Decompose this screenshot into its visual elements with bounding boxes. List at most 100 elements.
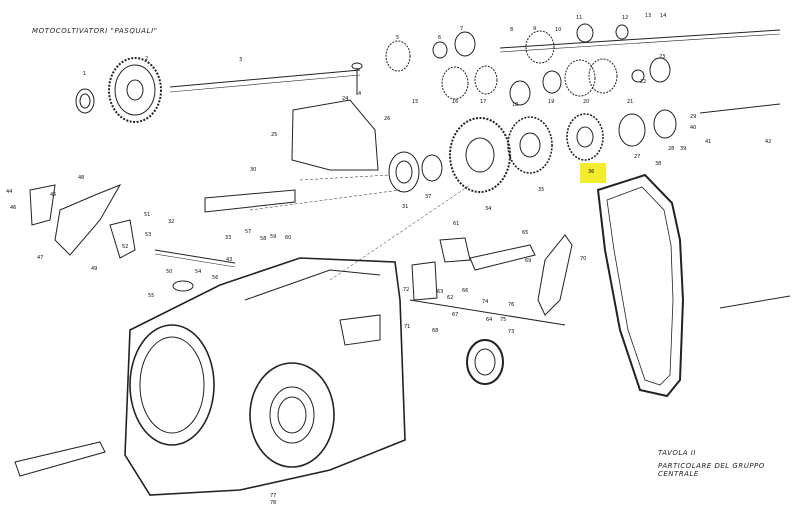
part-label-2: 2: [145, 56, 149, 62]
part-label-25: 25: [271, 132, 278, 138]
part-label-42: 42: [765, 139, 772, 145]
part-label-30: 30: [250, 167, 257, 173]
part-label-29: 29: [690, 114, 697, 120]
part-label-66: 66: [462, 288, 469, 294]
part-label-14: 14: [660, 13, 667, 19]
part-label-46: 46: [10, 205, 17, 211]
part-label-73: 73: [508, 329, 515, 335]
part-label-44: 44: [6, 189, 13, 195]
part-label-11: 11: [576, 15, 583, 21]
seal-73: [466, 339, 504, 385]
part-label-77: 77: [270, 493, 277, 499]
part-label-50: 50: [166, 269, 173, 275]
part-label-3: 3: [239, 57, 243, 63]
highlighted-part-36[interactable]: 36: [580, 163, 606, 183]
part-label-58: 58: [260, 236, 267, 242]
part-label-51: 51: [144, 212, 151, 218]
part-label-70: 70: [580, 256, 587, 262]
part-label-55: 55: [148, 293, 155, 299]
part-label-4: 4: [358, 91, 362, 97]
part-label-23: 23: [659, 54, 666, 60]
rod-50: [154, 249, 236, 264]
fork-51: [109, 219, 136, 259]
right-pin-42: [699, 103, 781, 114]
sheet-title: MOTOCOLTIVATORI "PASQUALI": [32, 27, 158, 35]
part-label-39: 39: [680, 146, 687, 152]
part-label-56: 56: [212, 275, 219, 281]
part-label-75: 75: [500, 317, 507, 323]
support-block-25: [291, 99, 379, 171]
part-label-67: 67: [452, 312, 459, 318]
part-label-7: 7: [460, 26, 464, 32]
part-label-27: 27: [634, 154, 641, 160]
central-housing-55: [124, 257, 406, 496]
part-label-59: 59: [270, 234, 277, 240]
part-label-65: 65: [522, 230, 529, 236]
part-label-28: 28: [668, 146, 675, 152]
part-label-12: 12: [622, 15, 629, 21]
part-label-52: 52: [122, 244, 129, 250]
part-label-18: 18: [512, 102, 519, 108]
plate-number: TAVOLA II: [658, 449, 696, 457]
middle-gear-cluster: [441, 58, 618, 106]
part-label-31: 31: [402, 204, 409, 210]
part-label-62: 62: [447, 295, 454, 301]
part-label-13: 13: [645, 13, 652, 19]
part-label-40: 40: [690, 125, 697, 131]
part-label-57: 57: [245, 229, 252, 235]
part-label-6: 6: [438, 35, 442, 41]
part-label-71: 71: [404, 324, 411, 330]
part-label-48: 48: [78, 175, 85, 181]
part-label-10: 10: [555, 27, 562, 33]
part-label-24: 24: [342, 96, 349, 102]
part-label-41: 41: [705, 139, 712, 145]
part-label-36: 36: [588, 169, 595, 175]
selector-61: [439, 237, 471, 263]
selector-rod-65: [469, 244, 536, 271]
part-label-35: 35: [538, 187, 545, 193]
part-label-21: 21: [627, 99, 634, 105]
fork-70: [537, 234, 573, 316]
part-label-60: 60: [285, 235, 292, 241]
pinion-shaft: [14, 441, 106, 477]
part-label-22: 22: [640, 79, 647, 85]
part-label-19: 19: [548, 99, 555, 105]
part-label-26: 26: [384, 116, 391, 122]
part-label-78: 78: [270, 500, 277, 506]
part-label-54: 54: [195, 269, 202, 275]
part-label-38: 38: [655, 161, 662, 167]
part-label-16: 16: [452, 99, 459, 105]
bracket-45: [29, 184, 56, 226]
part-label-34: 34: [485, 206, 492, 212]
upper-right-shaft: [499, 29, 781, 49]
part-label-20: 20: [583, 99, 590, 105]
part-label-53: 53: [145, 232, 152, 238]
main-gear-row: [388, 109, 677, 193]
part-label-68: 68: [432, 328, 439, 334]
part-label-69: 69: [525, 258, 532, 264]
bracket-60: [411, 261, 438, 301]
cap-54: [172, 280, 194, 292]
plate-title: PARTICOLARE DEL GRUPPO CENTRALE: [658, 462, 765, 478]
part-label-1: 1: [83, 71, 87, 77]
part-label-5: 5: [396, 35, 400, 41]
part-label-72: 72: [403, 287, 410, 293]
bearing-1: [75, 88, 95, 114]
lever-48: [54, 184, 122, 256]
gasket-38: [596, 173, 685, 398]
part-label-37: 37: [425, 194, 432, 200]
loose-pin-right: [719, 295, 791, 309]
part-label-32: 32: [168, 219, 175, 225]
part-label-61: 61: [453, 221, 460, 227]
part-label-15: 15: [412, 99, 419, 105]
upper-gear-cluster: [385, 23, 671, 83]
part-label-49: 49: [91, 266, 98, 272]
part-label-8: 8: [510, 27, 514, 33]
part-label-33: 33: [225, 235, 232, 241]
part-label-76: 76: [508, 302, 515, 308]
part-label-64: 64: [486, 317, 493, 323]
part-label-9: 9: [533, 26, 537, 32]
part-label-45: 45: [50, 192, 57, 198]
